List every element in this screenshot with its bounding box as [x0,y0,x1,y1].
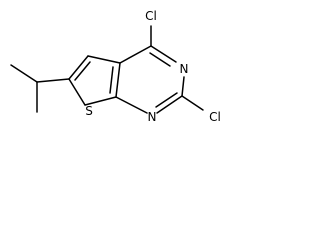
thiophene-c6-s-bond [68,78,86,106]
pyrimidine-c2-n1-bond [156,95,183,114]
thiophene-s-c7a-bond [84,96,117,106]
c2-chlorine-bond [181,95,204,111]
pyrimidine-n3-c2-bond [181,76,185,97]
thiophene-c6-c5-double-bond [74,61,91,81]
pyrimidine-c4a-c4-bond [119,45,152,64]
chlorine-top-label: Cl [145,9,157,23]
sulfur-label: S [85,104,93,118]
bonds [10,25,204,114]
isopropyl-methyl-bond-left [10,64,38,83]
fused-c4a-c7a-bond [115,62,121,98]
thiophene-c6-c5-bond [68,55,89,80]
nitrogen-lower-label: N [148,110,157,124]
pyrimidine-c4-n3-bond [150,45,177,63]
pyrimidine-c2-n1-double-bond [155,92,178,108]
nitrogen-upper-label: N [180,62,189,76]
thienopyrimidine-structure: S Cl N N Cl [10,9,221,124]
chlorine-right-label: Cl [209,110,221,124]
isopropyl-attachment-bond [36,78,70,83]
atom-labels: S Cl N N Cl [85,9,221,124]
fused-c4a-c7a-double-bond [109,66,114,94]
pyrimidine-c7a-n1-bond [115,96,148,114]
thiophene-c5-c4a-bond [87,55,121,64]
pyrimidine-c4-n3-double-bond [149,52,171,67]
